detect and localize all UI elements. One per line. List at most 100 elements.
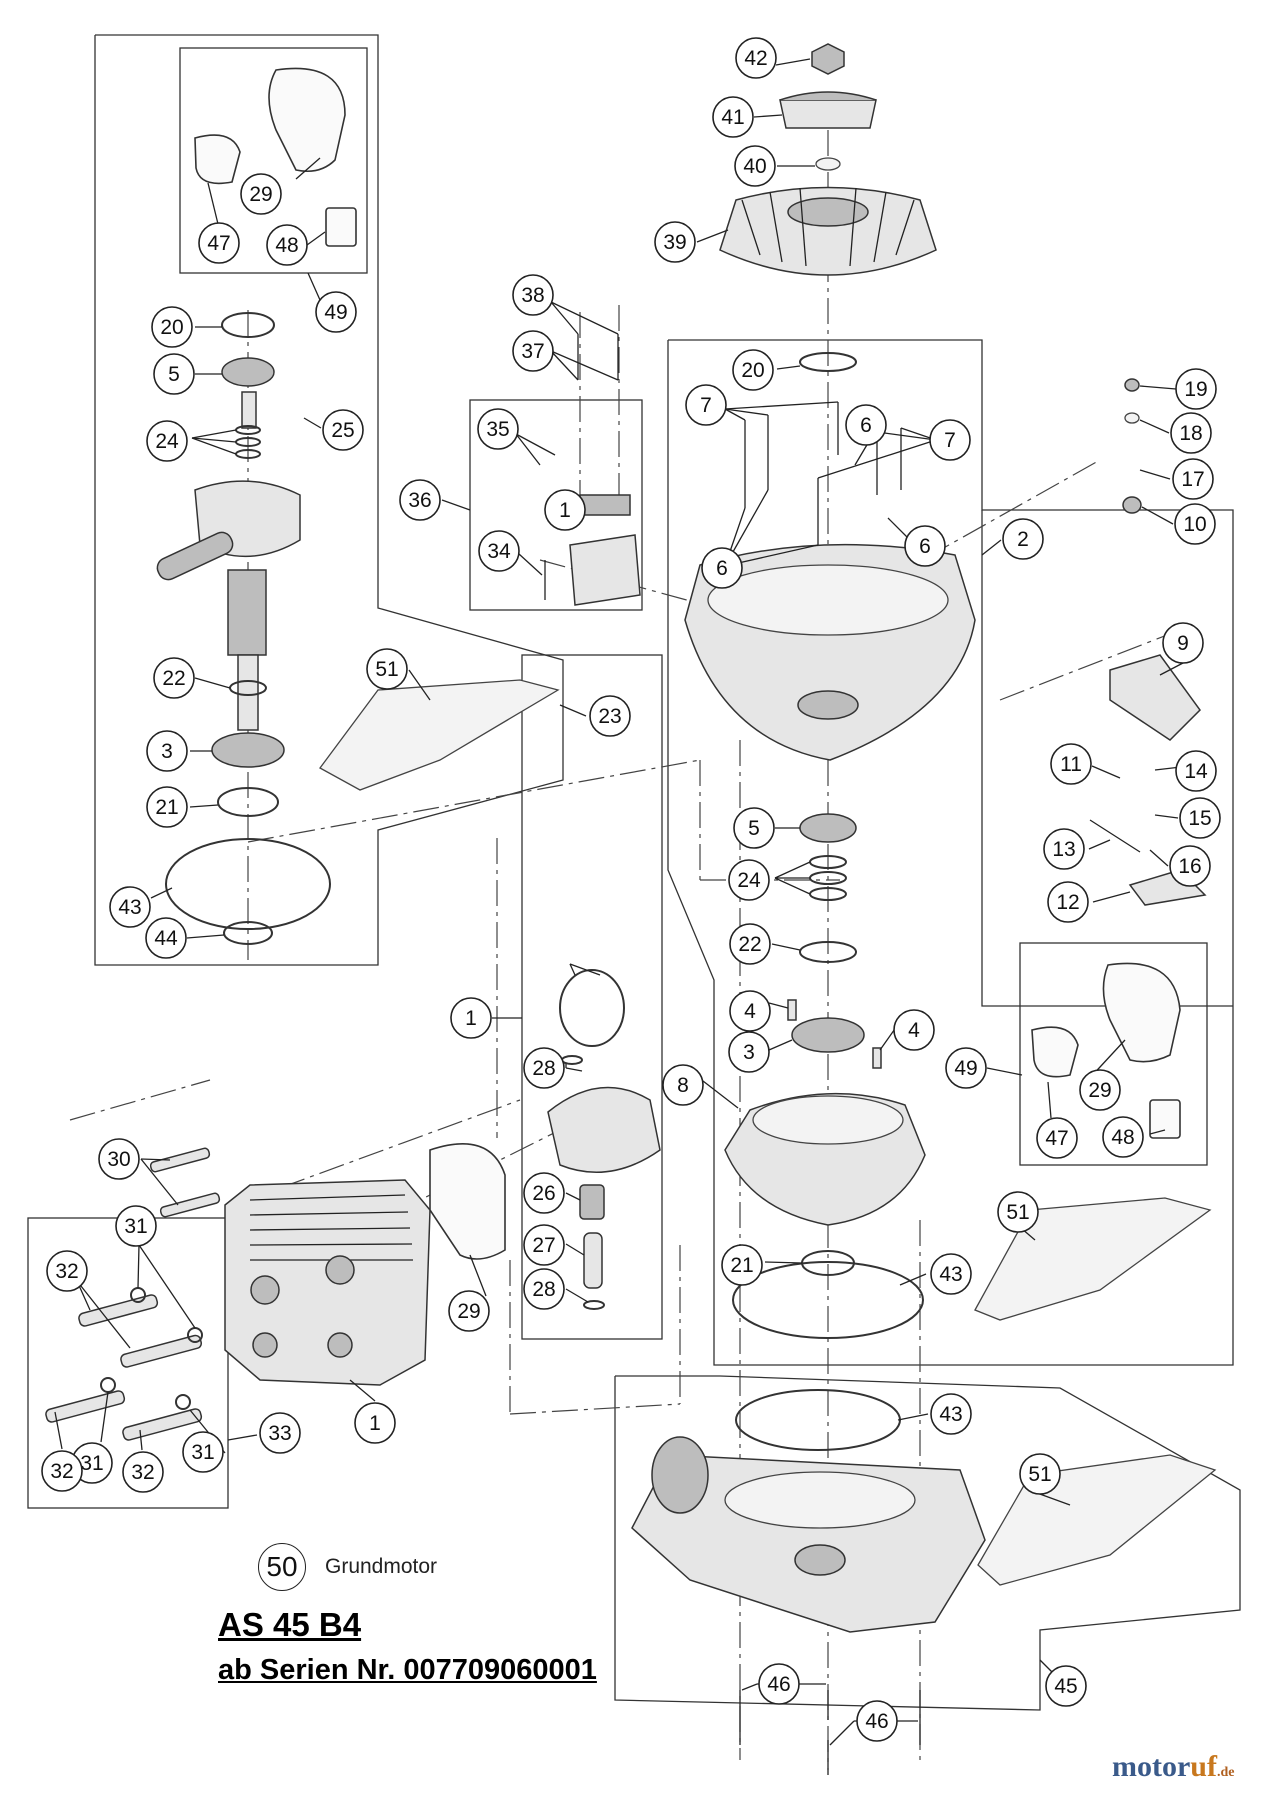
- callout-c6c: 6: [701, 547, 743, 589]
- cover-51-left-shape: [319, 679, 560, 791]
- callout-c51c: 51: [1019, 1453, 1061, 1495]
- callout-number: 20: [160, 316, 183, 339]
- callout-number: 28: [532, 1278, 555, 1301]
- callout-number: 22: [738, 933, 761, 956]
- bolt-32a-shape: [78, 1294, 159, 1327]
- callout-c41: 41: [712, 96, 754, 138]
- callout-number: 21: [155, 796, 178, 819]
- callout-c17: 17: [1172, 458, 1214, 500]
- callout-c1c: 1: [354, 1402, 396, 1444]
- gasket-set-frame-right: [1019, 942, 1208, 1166]
- callout-circle: [654, 221, 696, 263]
- callout-c38: 38: [512, 274, 554, 316]
- callout-circle: [1172, 458, 1214, 500]
- callout-circle: [523, 1172, 565, 1214]
- callout-number: 21: [730, 1254, 753, 1277]
- callout-c6a: 6: [845, 404, 887, 446]
- callout-number: 51: [1028, 1463, 1051, 1486]
- callout-number: 20: [741, 359, 764, 382]
- callout-number: 22: [162, 667, 185, 690]
- gasket-set-top: [194, 67, 357, 247]
- callout-number: 36: [408, 489, 431, 512]
- callout-circle: [589, 695, 631, 737]
- callout-circle: [1169, 845, 1211, 887]
- bearing-5-left-shape: [221, 357, 275, 387]
- callout-circle: [929, 419, 971, 461]
- callout-circle: [721, 1244, 763, 1286]
- callout-number: 30: [107, 1148, 130, 1171]
- cylinder-1-shape: [224, 1179, 431, 1386]
- piston-assembly: [547, 969, 661, 1310]
- callout-c28b: 28: [523, 1268, 565, 1310]
- callout-c47b: 47: [1036, 1117, 1078, 1159]
- callout-circle: [46, 1250, 88, 1292]
- callout-number: 18: [1179, 422, 1202, 445]
- callout-circle: [734, 145, 776, 187]
- seal-20-top-shape: [799, 352, 857, 372]
- callout-circle: [450, 997, 492, 1039]
- callout-c27: 27: [523, 1224, 565, 1266]
- oring-43-right-shape: [732, 1261, 924, 1339]
- callout-c20a: 20: [151, 306, 193, 348]
- callout-circle: [729, 923, 771, 965]
- callout-number: 29: [249, 183, 272, 206]
- callout-circle: [729, 990, 771, 1032]
- callout-c3b: 3: [728, 1031, 770, 1073]
- bolt-32c-shape: [45, 1390, 126, 1423]
- callout-circle: [1050, 743, 1092, 785]
- flywheel-39-shape: [719, 186, 937, 276]
- callout-c25: 25: [322, 409, 364, 451]
- callout-c10: 10: [1174, 503, 1216, 545]
- callout-c48b: 48: [1102, 1116, 1144, 1158]
- bearing-3-right-shape: [791, 1017, 865, 1053]
- circlip-28-top-shape: [561, 1055, 583, 1065]
- callout-number: 51: [1006, 1201, 1029, 1224]
- callout-c21a: 21: [146, 786, 188, 828]
- gasket-29-right-shape: [1102, 962, 1181, 1063]
- brand-logo[interactable]: motoruf.de: [1112, 1750, 1234, 1784]
- callout-circle: [153, 657, 195, 699]
- gasket-29-top-shape: [268, 67, 346, 173]
- callout-c24b: 24: [728, 859, 770, 901]
- callout-number: 13: [1052, 838, 1075, 861]
- callout-c18: 18: [1170, 412, 1212, 454]
- callout-c11: 11: [1050, 743, 1092, 785]
- callout-c44: 44: [145, 917, 187, 959]
- callout-circle: [544, 489, 586, 531]
- seal-20-left-shape: [221, 312, 275, 338]
- callout-circle: [146, 420, 188, 462]
- callout-c32b: 32: [41, 1450, 83, 1492]
- callout-circle: [315, 291, 357, 333]
- callout-c9: 9: [1162, 622, 1204, 664]
- callout-number: 9: [1177, 632, 1189, 655]
- callout-number: 5: [748, 817, 760, 840]
- callout-number: 43: [118, 896, 141, 919]
- piston-shape: [547, 1086, 661, 1174]
- bearing-3-left-shape: [211, 732, 285, 768]
- callout-c3a: 3: [146, 730, 188, 772]
- callout-c1b: 1: [544, 489, 586, 531]
- callout-number: 28: [532, 1057, 555, 1080]
- callout-number: 35: [486, 418, 509, 441]
- gasket-48-right-shape: [1149, 1099, 1181, 1139]
- callout-c32c: 32: [122, 1451, 164, 1493]
- callout-circle: [1170, 412, 1212, 454]
- callout-circle: [732, 349, 774, 391]
- callout-number: 41: [721, 106, 744, 129]
- callout-c7a: 7: [685, 384, 727, 426]
- callout-c24a: 24: [146, 420, 188, 462]
- flywheel-assembly: [719, 43, 937, 276]
- bearing-5-right-shape: [799, 813, 857, 843]
- crankshaft-group-frame: [94, 34, 564, 966]
- callout-number: 43: [939, 1263, 962, 1286]
- callout-c2: 2: [1002, 518, 1044, 560]
- callout-number: 49: [954, 1057, 977, 1080]
- callout-circle: [735, 37, 777, 79]
- crankcase-bolts: [744, 402, 902, 545]
- crankcase-2: [684, 352, 976, 761]
- callout-number: 14: [1184, 760, 1208, 783]
- bracket-9-shape: [1109, 654, 1201, 741]
- crankshaft-assembly: [156, 312, 331, 945]
- callout-circle: [1019, 1453, 1061, 1495]
